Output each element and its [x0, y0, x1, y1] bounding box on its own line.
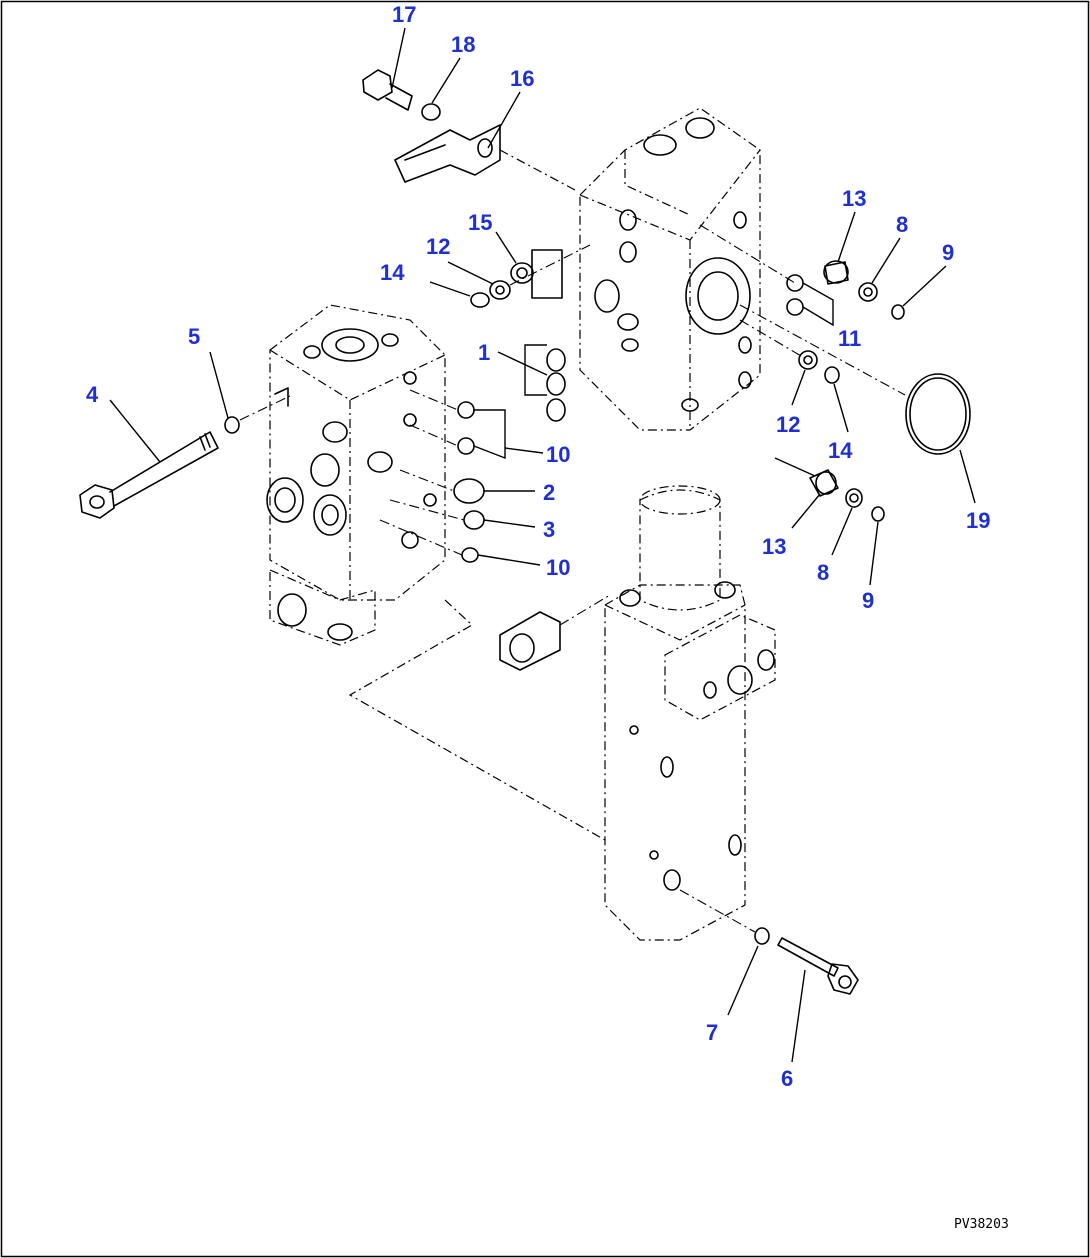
callout-12-lower: 12: [776, 412, 800, 437]
part-16-bracket: [394, 124, 501, 183]
part-6-bolt: [777, 937, 859, 995]
phantom-link-lower: [348, 599, 606, 841]
callout-10-lower: 10: [546, 555, 570, 580]
axis-2: [399, 469, 455, 492]
axis-3: [389, 499, 465, 521]
part-19-large-oring: [905, 373, 971, 455]
callout-5: 5: [188, 324, 200, 349]
callout-4: 4: [86, 382, 99, 407]
callout-16: 16: [510, 66, 534, 91]
callout-10-upper: 10: [546, 442, 570, 467]
part-13-plug-lower: [809, 469, 839, 497]
part-18-washer: [421, 103, 441, 121]
left-valve-section: [266, 304, 446, 646]
part-3-oring: [463, 510, 485, 530]
upper-valve-section: [579, 107, 761, 431]
part-9-oring-lower: [871, 506, 885, 522]
part-7-washer: [754, 927, 770, 945]
callout-8-lower: 8: [817, 560, 829, 585]
part-12-nut-upper: [489, 280, 511, 300]
part-8-nut-upper: [858, 282, 878, 302]
bracket-line-15: [531, 249, 563, 299]
part-19-inner: [909, 377, 967, 451]
callout-1: 1: [478, 340, 490, 365]
part-14-oring-upper: [470, 292, 490, 308]
part-4-long-bolt: [79, 431, 219, 519]
callout-18: 18: [451, 32, 475, 57]
part-2-oring: [453, 478, 485, 504]
callout-6: 6: [781, 1066, 793, 1091]
part-9-oring-upper: [891, 304, 905, 320]
part-12-nut-lower: [798, 350, 818, 370]
drawing-code: PV38203: [954, 1217, 1009, 1232]
part-8-nut-lower: [845, 488, 863, 508]
callout-14-upper: 14: [380, 260, 405, 285]
part-5-washer: [224, 387, 291, 434]
callout-19: 19: [966, 508, 990, 533]
lower-valve-section: [499, 485, 776, 941]
axis-7: [679, 889, 756, 933]
phantom-link-upper: [499, 149, 576, 191]
part-14-oring-lower: [824, 366, 840, 384]
part-13-plug-upper: [823, 260, 849, 285]
part-1-rings: [524, 344, 566, 422]
part-11-rings: [699, 224, 834, 327]
axis-10-lower: [379, 519, 463, 556]
callout-13-upper: 13: [842, 186, 866, 211]
part-10-rings-upper: [409, 389, 506, 460]
part-15-plug: [510, 262, 534, 284]
part-10-oring-lower: [461, 547, 479, 563]
callout-15: 15: [468, 210, 492, 235]
leader-lines: [109, 27, 976, 1063]
callout-7: 7: [706, 1020, 718, 1045]
callout-13-lower: 13: [762, 534, 786, 559]
callout-17: 17: [392, 2, 416, 27]
callout-8-upper: 8: [896, 212, 908, 237]
part-17-bolt: [362, 69, 413, 111]
axis-12-15: [509, 244, 591, 286]
callout-9-upper: 9: [942, 240, 954, 265]
axis-12-lower: [739, 319, 809, 361]
callout-14-lower: 14: [828, 438, 853, 463]
callout-9-lower: 9: [862, 588, 874, 613]
callout-labels: 17 18 16 15 12 14 13 8 9 11 5 4 1 10 2 3…: [86, 2, 990, 1091]
callout-2: 2: [543, 480, 555, 505]
callout-12-upper: 12: [426, 234, 450, 259]
callout-3: 3: [543, 517, 555, 542]
callout-11: 11: [838, 326, 861, 351]
